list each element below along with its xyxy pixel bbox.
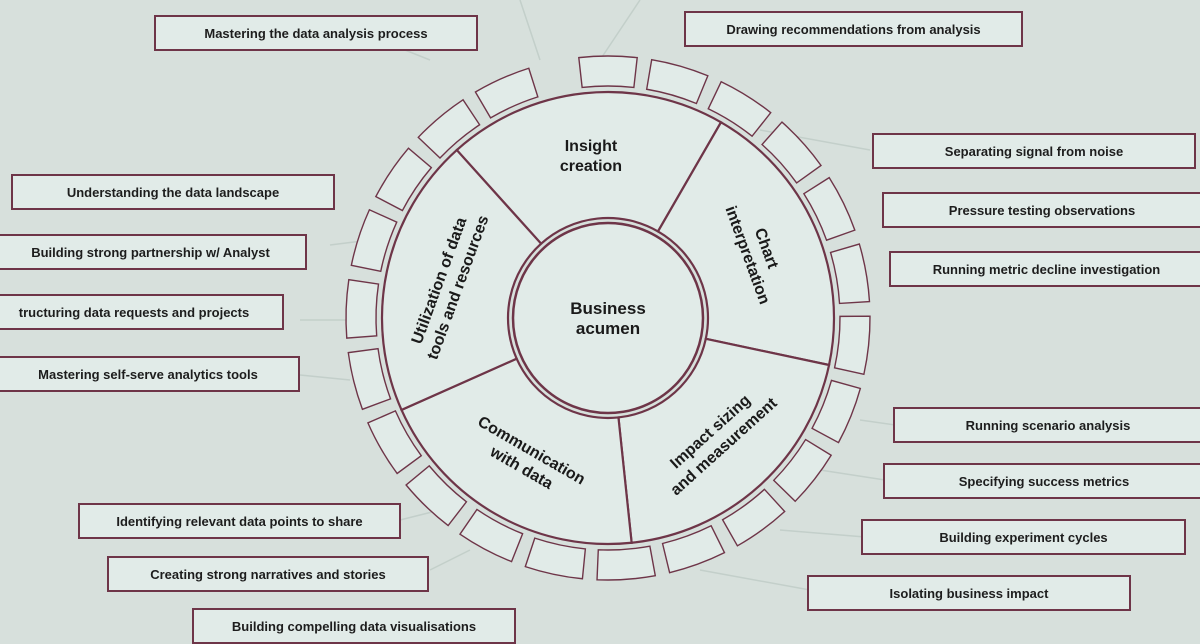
label-running-metric-decline: Running metric decline investigation	[889, 251, 1200, 287]
label-text: tructuring data requests and projects	[18, 304, 250, 320]
label-separating-signal: Separating signal from noise	[872, 133, 1196, 169]
label-text: Specifying success metrics	[958, 473, 1130, 489]
connector-line	[699, 569, 811, 591]
label-building-visualisations: Building compelling data visualisations	[192, 608, 516, 644]
connector-line	[599, 0, 641, 61]
outer-ring-cell	[366, 409, 423, 475]
outer-ring-cell	[417, 98, 481, 159]
outer-ring-cell	[350, 208, 398, 273]
connector-line	[819, 469, 886, 481]
outer-ring-cell	[405, 464, 468, 527]
label-mastering-data-analysis: Mastering the data analysis process	[154, 15, 478, 51]
label-building-experiment: Building experiment cycles	[861, 519, 1186, 555]
label-running-scenario: Running scenario analysis	[893, 407, 1200, 443]
segment-label-line: creation	[560, 158, 622, 175]
connector-line	[519, 0, 541, 61]
outer-ring-cell	[833, 315, 871, 376]
connector-line	[299, 374, 351, 381]
outer-ring-cell	[811, 379, 862, 444]
label-text: Building compelling data visualisations	[231, 618, 477, 634]
outer-ring-cell	[645, 58, 709, 105]
outer-ring-cell	[596, 545, 657, 581]
outer-ring-cell	[524, 537, 587, 580]
segment-label: Insight creation	[560, 138, 622, 175]
label-structuring-requests: tructuring data requests and projects	[0, 294, 284, 330]
segment-chart-interpretation	[656, 120, 836, 367]
outer-ring-cell	[829, 243, 871, 305]
center-label-line: acumen	[576, 319, 640, 338]
label-text: Mastering self-serve analytics tools	[38, 366, 258, 382]
label-pressure-testing: Pressure testing observations	[882, 192, 1200, 228]
segment-communication-with-data	[400, 357, 633, 546]
segment-impact-sizing	[617, 337, 831, 544]
label-specifying-metrics: Specifying success metrics	[883, 463, 1200, 499]
label-text: Mastering the data analysis process	[204, 25, 428, 41]
label-text: Separating signal from noise	[944, 143, 1124, 159]
outer-ring-cell	[772, 438, 833, 503]
label-building-partnership: Building strong partnership w/ Analyst	[0, 234, 307, 270]
connector-line	[429, 549, 471, 571]
label-understanding-landscape: Understanding the data landscape	[11, 174, 335, 210]
connector-line	[779, 529, 866, 538]
label-text: Isolating business impact	[889, 585, 1049, 601]
outer-ring	[345, 55, 871, 581]
label-drawing-recommendations: Drawing recommendations from analysis	[684, 11, 1023, 47]
outer-ring-cell	[578, 55, 638, 89]
segment-label-line: Insight	[565, 138, 618, 155]
segment-insight-creation	[455, 90, 723, 246]
outer-ring-cell	[347, 347, 392, 411]
segment-utilization-of-data-tools	[380, 148, 543, 412]
label-creating-narratives: Creating strong narratives and stories	[107, 556, 429, 592]
label-text: Identifying relevant data points to shar…	[116, 513, 363, 529]
outer-ring-cell	[345, 278, 380, 339]
outer-ring-cell	[474, 67, 539, 119]
connector-line	[859, 419, 896, 426]
outer-ring-cell	[661, 524, 726, 574]
center-label-line: Business	[570, 299, 646, 318]
label-text: Running metric decline investigation	[932, 261, 1161, 277]
outer-ring-cell	[707, 80, 772, 138]
label-text: Building strong partnership w/ Analyst	[31, 244, 270, 260]
label-mastering-self-serve: Mastering self-serve analytics tools	[0, 356, 300, 392]
outer-ring-cell	[721, 488, 786, 547]
label-identifying-data-points: Identifying relevant data points to shar…	[78, 503, 401, 539]
label-text: Creating strong narratives and stories	[150, 566, 386, 582]
label-text: Running scenario analysis	[965, 417, 1131, 433]
outer-ring-cell	[761, 121, 823, 184]
label-text: Understanding the data landscape	[66, 184, 280, 200]
outer-ring-cell	[802, 176, 856, 242]
label-text: Building experiment cycles	[939, 529, 1108, 545]
outer-ring-cell	[374, 147, 433, 212]
label-text: Pressure testing observations	[948, 202, 1136, 218]
center-circle-shape	[511, 221, 705, 415]
outer-ring-cell	[459, 508, 524, 563]
label-isolating-impact: Isolating business impact	[807, 575, 1131, 611]
label-text: Drawing recommendations from analysis	[726, 21, 981, 37]
